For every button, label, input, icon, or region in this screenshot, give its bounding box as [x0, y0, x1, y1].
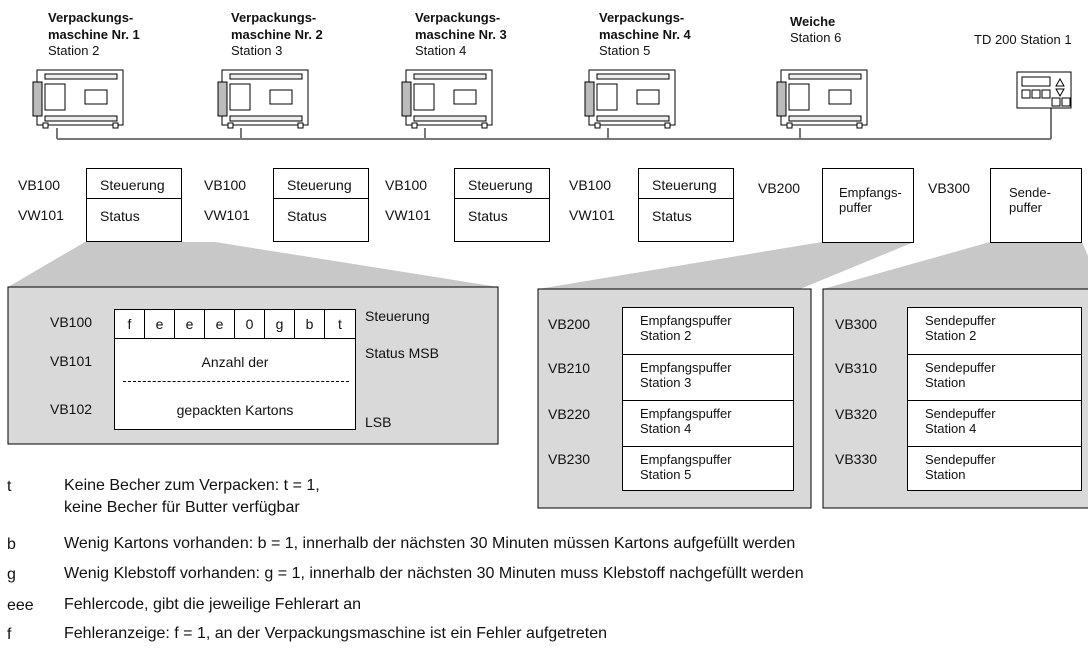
send-buffer-table: Sendepuffer Station 2 Sendepuffer Station…	[907, 307, 1082, 491]
send-buffer-label: Sende- puffer	[1009, 185, 1051, 215]
station-name: Verpackungs- maschine Nr. 4	[599, 10, 691, 42]
callout-wedge-send	[823, 242, 1088, 289]
receive-buffer-table: Empfangspuffer Station 2 Empfangspuffer S…	[622, 307, 794, 491]
memory-field-status: Status	[287, 208, 327, 224]
legend-description: Fehleranzeige: f = 1, an der Verpackungs…	[64, 625, 607, 642]
count-line-1: Anzahl der	[201, 354, 269, 370]
station-number: Station 6	[790, 30, 842, 45]
plc-icon	[776, 69, 868, 129]
control-bit-cell: g	[265, 310, 295, 338]
callout-wedge-detail	[8, 242, 498, 287]
legend-description: Fehlercode, gibt die jeweilige Fehlerart…	[64, 596, 362, 613]
plc-icon	[401, 69, 493, 129]
legend-description: Wenig Klebstoff vorhanden: g = 1, innerh…	[64, 565, 804, 582]
send-table-cell: Sendepuffer Station	[908, 354, 1081, 400]
control-bit-cell: e	[205, 310, 235, 338]
receive-buffer-box: Empfangs- puffer	[822, 168, 914, 243]
memory-field-status: Status	[652, 208, 692, 224]
legend-key: f	[7, 626, 12, 643]
receive-table-address: VB210	[548, 360, 591, 376]
legend-description: Keine Becher zum Verpacken: t = 1, keine…	[64, 477, 320, 516]
station-number: Station 4	[415, 43, 467, 58]
receive-table-address: VB230	[548, 451, 591, 467]
station-name: Verpackungs- maschine Nr. 3	[415, 10, 507, 42]
send-table-cell: Sendepuffer Station	[908, 446, 1081, 492]
station-name: Verpackungs- maschine Nr. 1	[48, 10, 140, 42]
detail-address-vb100: VB100	[50, 314, 93, 330]
plc-icon	[217, 69, 309, 129]
receive-buffer-address: VB200	[758, 180, 801, 196]
receive-table-cell: Empfangspuffer Station 2	[640, 313, 732, 343]
send-table-address: VB330	[835, 451, 878, 467]
memory-address-status: VW101	[204, 207, 250, 223]
send-table-address: VB300	[835, 316, 878, 332]
detail-address-vb101: VB101	[50, 353, 93, 369]
station-number: Station 2	[48, 43, 100, 58]
receive-table-cell: Empfangspuffer Station 4	[623, 400, 793, 446]
control-bit-cell: f	[115, 310, 145, 338]
station-name: Verpackungs- maschine Nr. 2	[231, 10, 323, 42]
receive-table-cell: Empfangspuffer Station 3	[623, 354, 793, 400]
control-bit-cell: 0	[235, 310, 265, 338]
send-table-cell: Sendepuffer Station 2	[925, 313, 996, 343]
memory-field-control: Steuerung	[274, 169, 368, 199]
legend-key: g	[7, 566, 16, 583]
count-line-2: gepackten Kartons	[176, 402, 294, 418]
legend-key: eee	[7, 597, 34, 614]
station-number: Station 5	[599, 43, 651, 58]
bus-drops	[56, 102, 1052, 139]
receive-table-address: VB200	[548, 316, 591, 332]
receive-table-cell: Empfangspuffer Station 5	[623, 446, 793, 492]
send-table-cell: Sendepuffer Station 4	[908, 400, 1081, 446]
plc-icon	[584, 69, 676, 129]
memory-address-control: VB100	[569, 177, 612, 193]
memory-field-control: Steuerung	[639, 169, 733, 199]
control-bit-cell: e	[175, 310, 205, 338]
station-name: Weiche	[790, 14, 836, 29]
control-bit-cell: b	[295, 310, 325, 338]
control-bit-cell: e	[145, 310, 175, 338]
detail-label-control: Steuerung	[365, 308, 430, 324]
legend-key: t	[7, 478, 12, 495]
detail-label-lsb: LSB	[365, 414, 392, 430]
td200-label: TD 200 Station 1	[974, 32, 1072, 47]
byte-divider	[123, 381, 349, 382]
td200-icon	[1016, 71, 1072, 109]
memory-address-control: VB100	[18, 177, 61, 193]
memory-address-status: VW101	[18, 207, 64, 223]
send-buffer-box: Sende- puffer	[990, 168, 1082, 243]
detail-address-vb102: VB102	[50, 401, 93, 417]
memory-address-control: VB100	[385, 177, 428, 193]
callout-wedge-receive	[538, 242, 914, 289]
detail-label-status-msb: Status MSB	[365, 345, 439, 361]
send-table-address: VB310	[835, 360, 878, 376]
memory-field-status: Status	[468, 208, 508, 224]
control-bit-cell: t	[338, 316, 342, 332]
receive-buffer-label: Empfangs- puffer	[839, 185, 902, 215]
memory-address-control: VB100	[204, 177, 247, 193]
receive-table-address: VB220	[548, 406, 591, 422]
memory-field-control: Steuerung	[87, 169, 181, 199]
memory-address-status: VW101	[569, 207, 615, 223]
send-table-address: VB320	[835, 406, 878, 422]
memory-address-status: VW101	[385, 207, 431, 223]
send-buffer-address: VB300	[928, 180, 971, 196]
plc-icon	[32, 69, 124, 129]
legend-key: b	[7, 536, 16, 553]
memory-field-status: Status	[100, 208, 140, 224]
memory-field-control: Steuerung	[455, 169, 549, 199]
station-number: Station 3	[231, 43, 283, 58]
legend-description: Wenig Kartons vorhanden: b = 1, innerhal…	[64, 535, 796, 552]
